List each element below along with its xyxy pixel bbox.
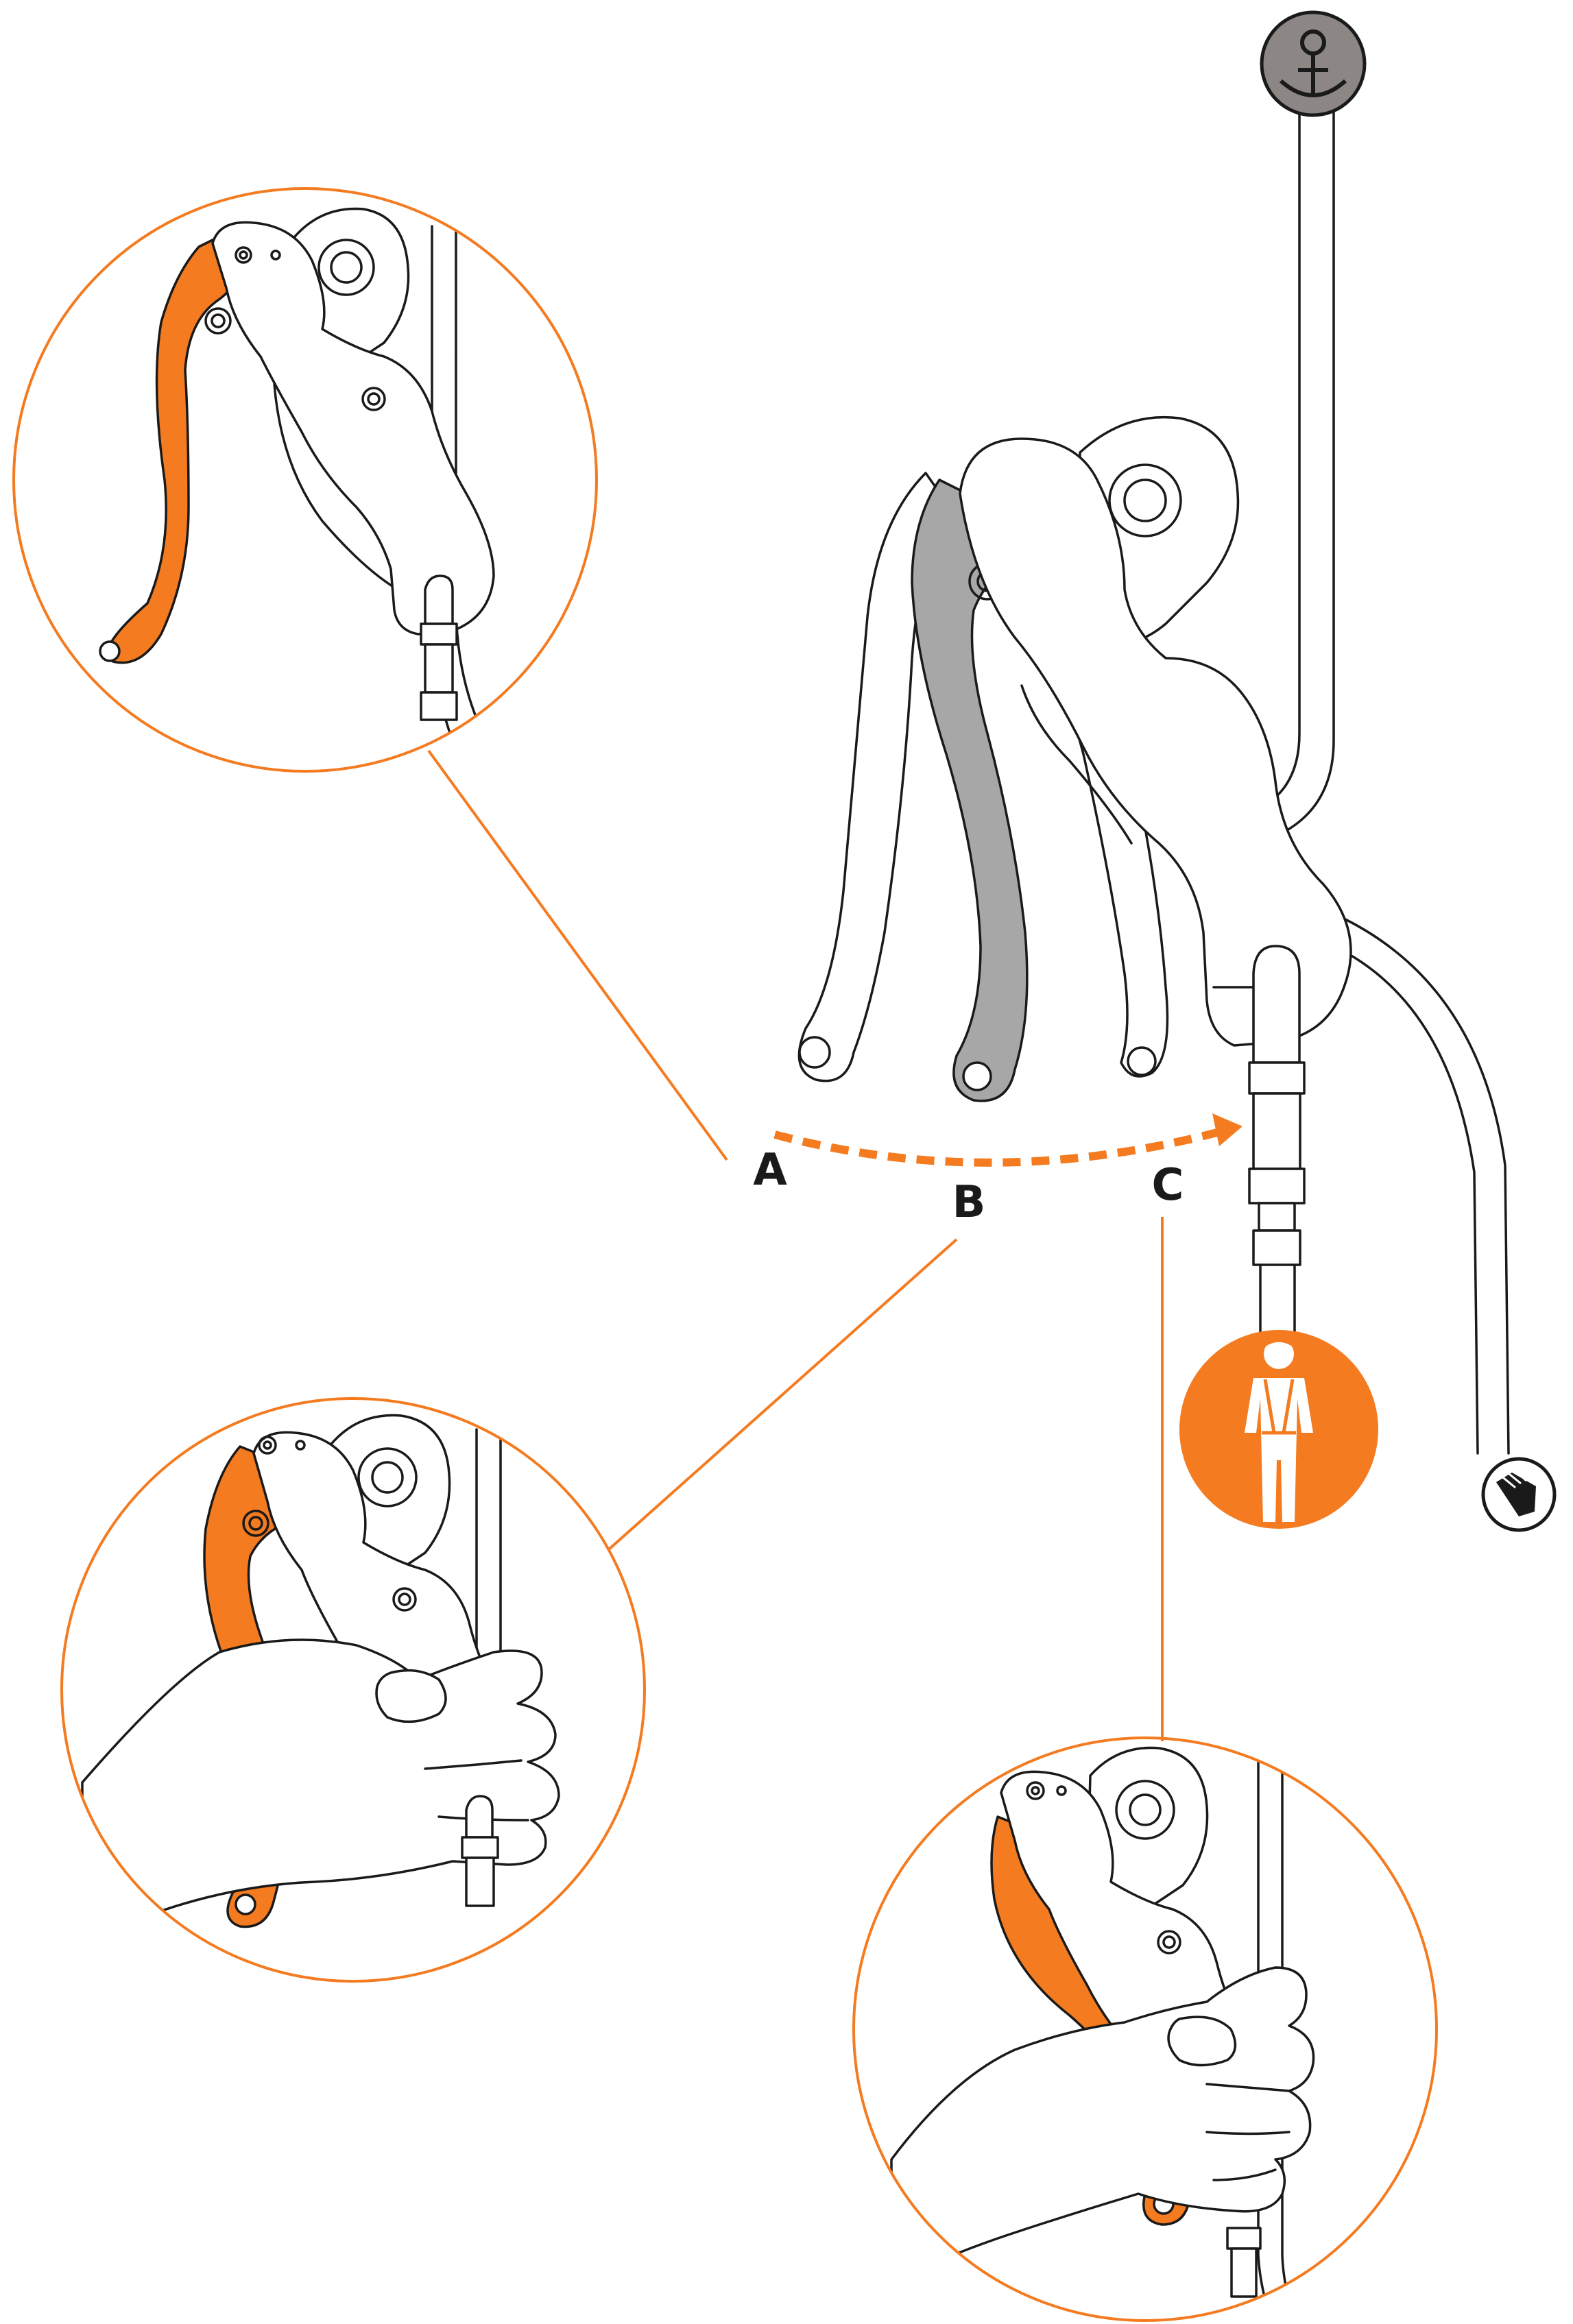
- main-device: [799, 110, 1509, 1453]
- leader-b: [609, 1239, 957, 1549]
- label-a: A: [753, 1145, 787, 1196]
- climber-harness-icon: [1179, 1330, 1378, 1529]
- leader-a: [429, 751, 727, 1160]
- connector: [1249, 946, 1304, 1344]
- callout-a: [14, 189, 597, 771]
- label-b: B: [952, 1177, 986, 1228]
- slack-rope: [1341, 919, 1509, 1453]
- callout-b: [62, 1399, 645, 1981]
- callout-c: [854, 1738, 1437, 2321]
- label-c: C: [1152, 1160, 1184, 1211]
- anchor-icon: [1262, 12, 1365, 115]
- gloved-hand-icon: [1483, 1459, 1554, 1530]
- motion-arc: [775, 1113, 1242, 1163]
